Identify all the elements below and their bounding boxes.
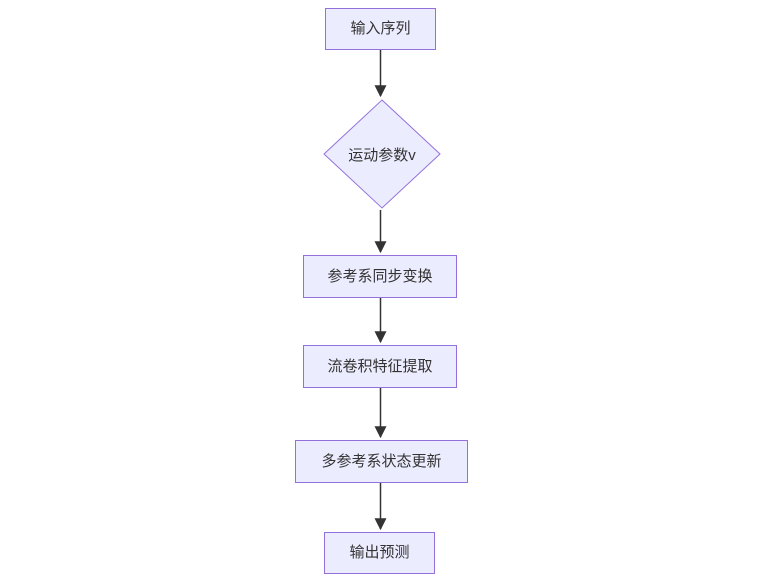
node-motion-parameter-decision: 运动参数v (323, 99, 441, 209)
node-multi-reference-state-update-label: 多参考系状态更新 (321, 452, 442, 470)
node-flow-convolution-feature-extraction: 流卷积特征提取 (303, 345, 457, 388)
node-input-sequence-label: 输入序列 (350, 20, 411, 37)
diamond-shape (323, 99, 441, 209)
node-output-prediction-label: 输出预测 (349, 544, 410, 561)
node-multi-reference-state-update: 多参考系状态更新 (295, 440, 468, 483)
node-reference-frame-sync-transform-label: 参考系同步变换 (327, 267, 433, 285)
node-output-prediction: 输出预测 (324, 532, 435, 574)
node-flow-convolution-feature-extraction-label: 流卷积特征提取 (327, 357, 433, 375)
node-input-sequence: 输入序列 (325, 8, 436, 50)
node-reference-frame-sync-transform: 参考系同步变换 (303, 255, 457, 298)
node-motion-parameter-decision-label: 运动参数v (348, 146, 416, 164)
